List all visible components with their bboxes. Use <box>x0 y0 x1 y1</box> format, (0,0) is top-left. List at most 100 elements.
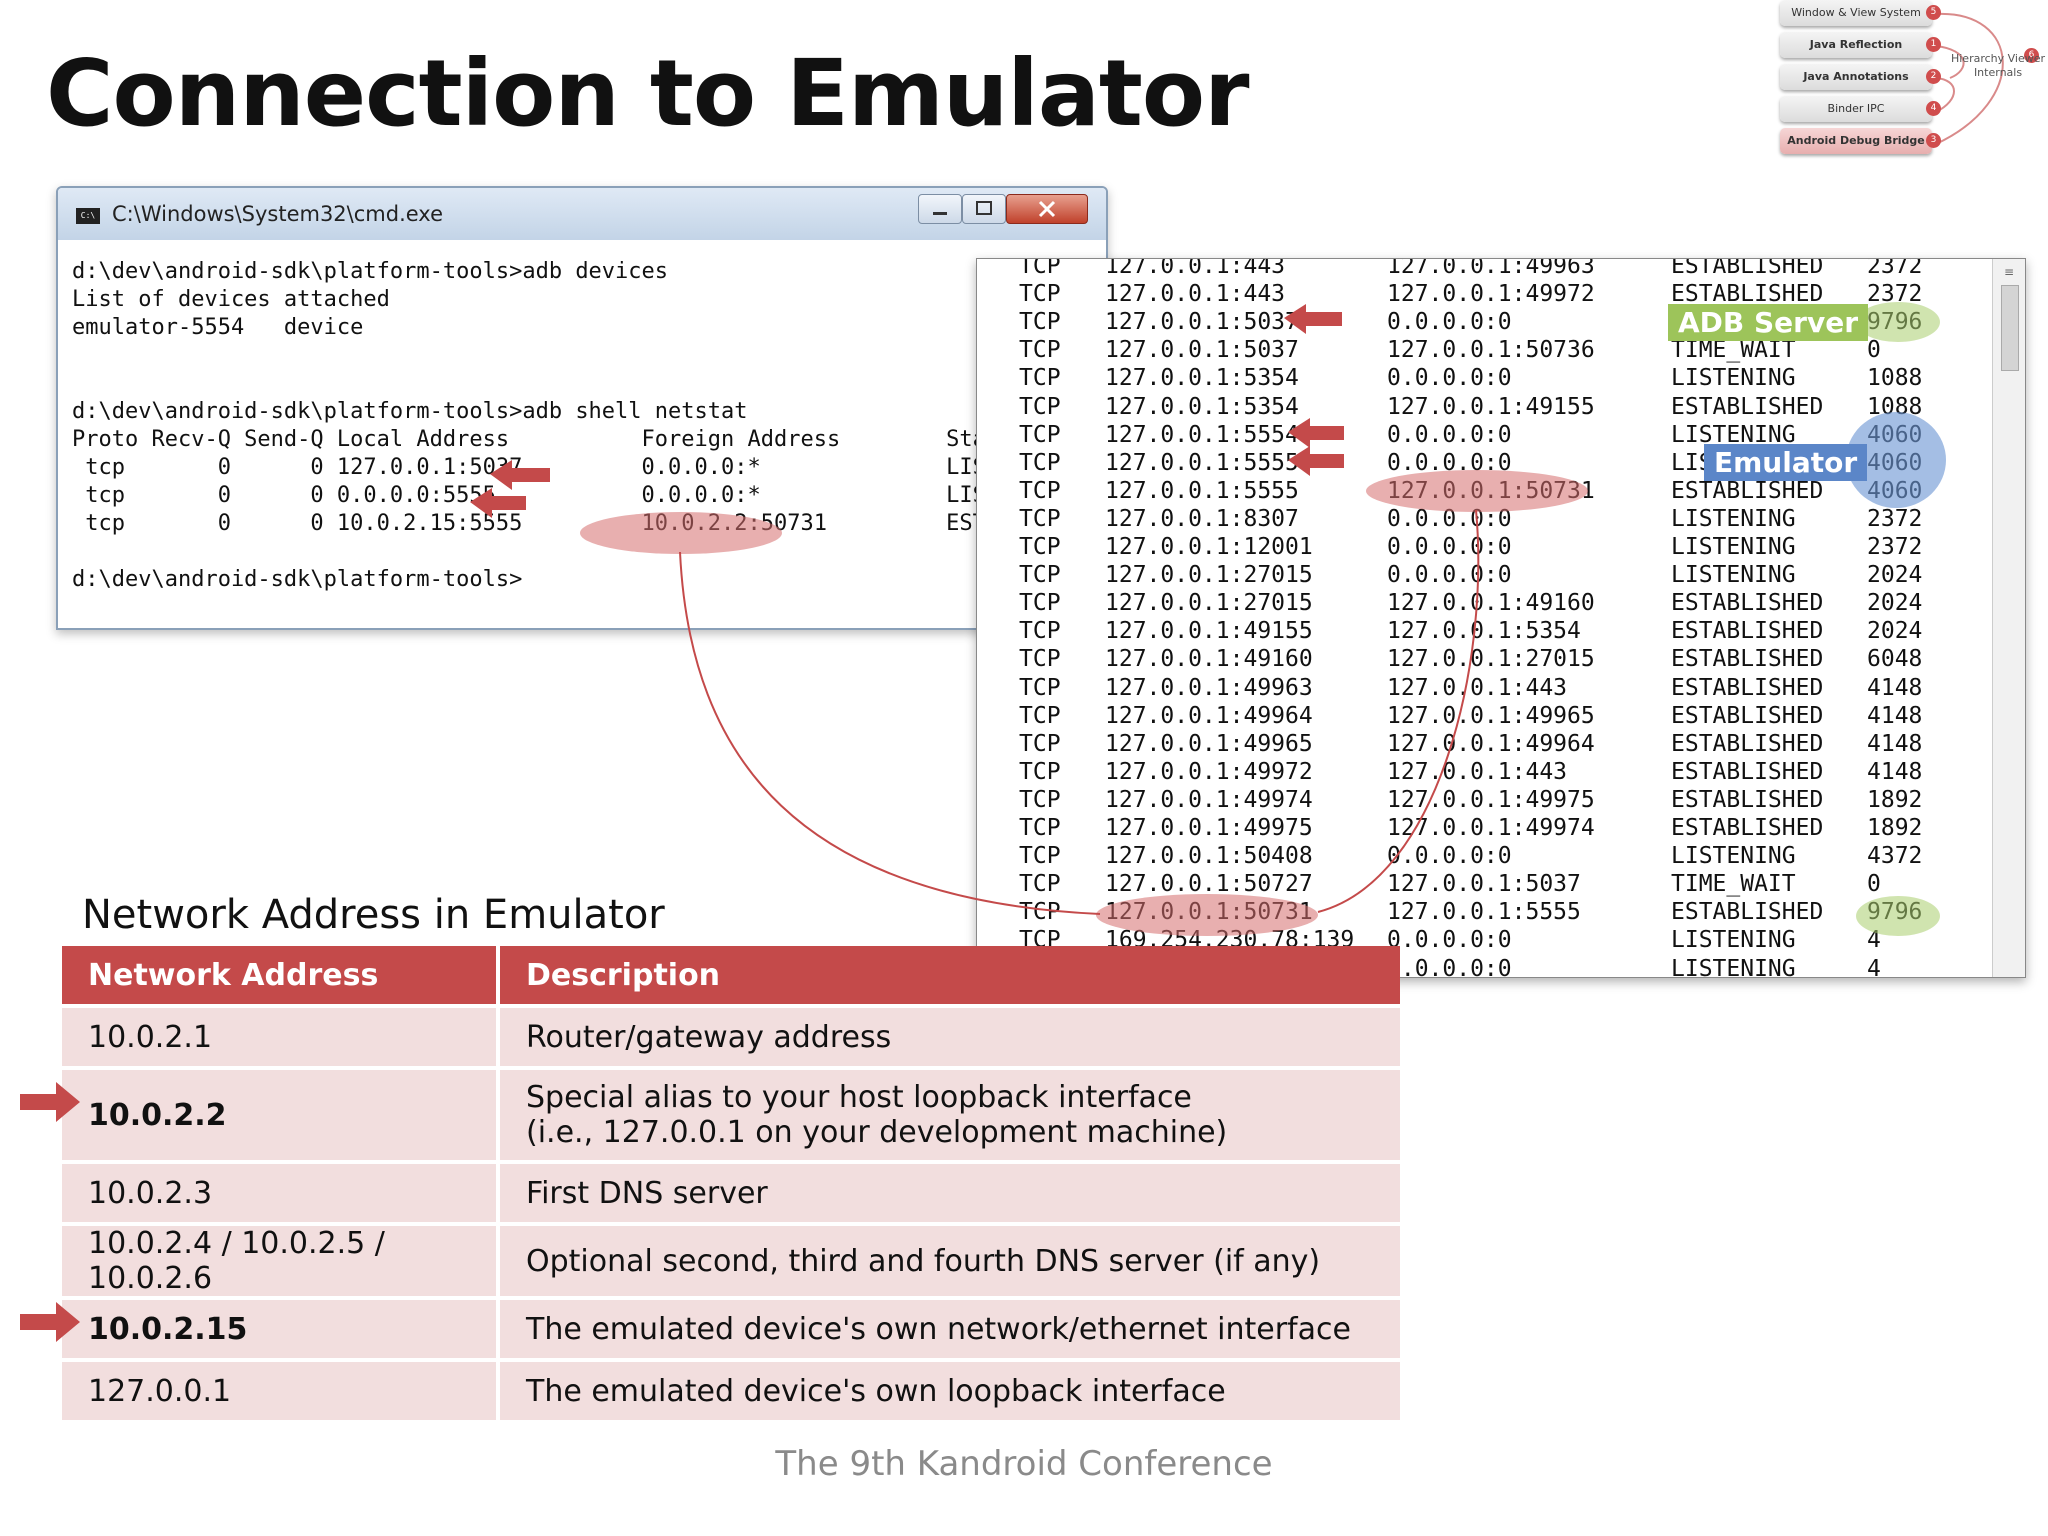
cmd-line: tcp 0 0 127.0.0.1:5037 0.0.0.0:* LISTEN <box>72 455 1026 480</box>
netstat-cell: TCP <box>1019 674 1061 701</box>
netstat-cell: ESTABLISHED <box>1671 758 1824 785</box>
netstat-cell: TCP <box>1019 505 1061 532</box>
table-caption: Network Address in Emulator <box>82 892 665 938</box>
footer: The 9th Kandroid Conference <box>775 1444 1273 1484</box>
netstat-cell: TCP <box>1019 871 1061 898</box>
netstat-cell: 127.0.0.1:49965 <box>1387 702 1595 729</box>
netstat-cell: ESTABLISHED <box>1671 786 1824 813</box>
netstat-cell: 127.0.0.1:5354 <box>1387 618 1581 645</box>
nav-num-6: 6 <box>2024 48 2039 63</box>
description-cell: Special alias to your host loopback inte… <box>500 1066 1400 1160</box>
maximize-button[interactable] <box>962 194 1006 224</box>
description-cell: Optional second, third and fourth DNS se… <box>500 1222 1400 1296</box>
slide-title: Connection to Emulator <box>46 40 1249 147</box>
netstat-cell: 127.0.0.1:5554 <box>1105 421 1299 448</box>
netstat-cell: 0.0.0.0:0 <box>1387 534 1512 560</box>
nav-num-1: 1 <box>1926 37 1941 52</box>
nav-item-binder-ipc[interactable]: Binder IPC <box>1780 96 1932 122</box>
netstat-cell: 127.0.0.1:50408 <box>1105 843 1313 870</box>
table-row: 127.0.0.1 The emulated device's own loop… <box>62 1358 1400 1420</box>
netstat-cell: LISTENING <box>1671 534 1796 560</box>
address-cell: 127.0.0.1 <box>62 1358 500 1420</box>
cmd-line: List of devices attached <box>72 287 390 312</box>
netstat-cell: LISTENING <box>1671 927 1796 954</box>
netstat-cell: 0.0.0.0:0 <box>1387 562 1512 589</box>
cmd-output[interactable]: d:\dev\android-sdk\platform-tools>adb de… <box>72 240 1102 628</box>
cmd-titlebar[interactable]: C:\ C:\Windows\System32\cmd.exe <box>58 188 1106 240</box>
scroll-thumb[interactable] <box>2001 285 2019 371</box>
netstat-cell: ESTABLISHED <box>1671 815 1824 841</box>
nav-num-5: 5 <box>1926 5 1941 20</box>
netstat-cell: 127.0.0.1:49963 <box>1387 258 1595 279</box>
nav-item-android-debug-bridge[interactable]: Android Debug Bridge <box>1780 128 1932 154</box>
netstat-cell: ESTABLISHED <box>1671 646 1824 673</box>
netstat-cell: 4 <box>1867 955 1881 978</box>
highlight-pid-adb <box>1856 302 1940 342</box>
netstat-cell: 127.0.0.1:49974 <box>1387 815 1595 841</box>
netstat-cell: TCP <box>1019 815 1061 841</box>
emulator-label: Emulator <box>1704 444 1868 481</box>
netstat-cell: 127.0.0.1:49155 <box>1105 618 1313 645</box>
netstat-cell: TCP <box>1019 786 1061 813</box>
nav-num-3: 3 <box>1926 133 1941 148</box>
netstat-cell: TCP <box>1019 258 1061 279</box>
minimize-icon <box>933 212 947 215</box>
netstat-cell: ESTABLISHED <box>1671 674 1824 701</box>
nav-item-window-view-system[interactable]: Window & View System <box>1780 0 1932 26</box>
netstat-cell: 127.0.0.1:49974 <box>1105 786 1313 813</box>
nav-item-java-annotations[interactable]: Java Annotations <box>1780 64 1932 90</box>
netstat-cell: 4148 <box>1867 758 1923 785</box>
netstat-cell: 127.0.0.1:49972 <box>1105 758 1313 785</box>
netstat-cell: 127.0.0.1:5037 <box>1105 337 1299 364</box>
netstat-cell: 127.0.0.1:443 <box>1387 674 1568 701</box>
table-row: 10.0.2.2 Special alias to your host loop… <box>62 1066 1400 1160</box>
netstat-cell: ESTABLISHED <box>1671 899 1824 926</box>
netstat-cell: 127.0.0.1:27015 <box>1105 562 1313 589</box>
maximize-icon <box>976 201 992 215</box>
netstat-cell: TCP <box>1019 590 1061 617</box>
netstat-cell: 0.0.0.0:0 <box>1387 309 1512 336</box>
address-cell: 10.0.2.3 <box>62 1160 500 1222</box>
nav-item-java-reflection[interactable]: Java Reflection <box>1780 32 1932 58</box>
cmd-line: Proto Recv-Q Send-Q Local Address Foreig… <box>72 427 1013 452</box>
netstat-cell: 127.0.0.1:12001 <box>1105 534 1313 560</box>
address-cell: 10.0.2.1 <box>62 1004 500 1066</box>
table-row: 10.0.2.15 The emulated device's own netw… <box>62 1296 1400 1358</box>
address-cell: 10.0.2.4 / 10.0.2.5 / 10.0.2.6 <box>62 1222 500 1296</box>
netstat-cell: TCP <box>1019 309 1061 336</box>
netstat-cell: TIME_WAIT <box>1671 871 1796 898</box>
close-button[interactable] <box>1006 194 1088 224</box>
netstat-cell: 2024 <box>1867 562 1923 589</box>
netstat-cell: 127.0.0.1:443 <box>1387 758 1568 785</box>
netstat-cell: LISTENING <box>1671 505 1796 532</box>
netstat-cell: 2024 <box>1867 590 1923 617</box>
netstat-cell: 2024 <box>1867 618 1923 645</box>
nav-item-hierarchy-viewer[interactable]: Hierarchy Viewer Internals <box>1950 52 2046 79</box>
netstat-cell: 127.0.0.1:49963 <box>1105 674 1313 701</box>
netstat-cell: TCP <box>1019 730 1061 757</box>
nav-num-2: 2 <box>1926 69 1941 84</box>
netstat-cell: 1892 <box>1867 815 1923 841</box>
netstat-cell: 4148 <box>1867 702 1923 729</box>
netstat-cell: ESTABLISHED <box>1671 590 1824 617</box>
netstat-cell: 127.0.0.1:49155 <box>1387 393 1595 420</box>
description-cell: The emulated device's own network/ethern… <box>500 1296 1400 1358</box>
cmd-window: C:\ C:\Windows\System32\cmd.exe d:\dev\a… <box>56 186 1108 630</box>
netstat-cell: TCP <box>1019 758 1061 785</box>
minimize-button[interactable] <box>918 194 962 224</box>
netstat-cell: 2372 <box>1867 505 1923 532</box>
cmd-line: d:\dev\android-sdk\platform-tools>adb de… <box>72 259 669 284</box>
netstat-cell: 127.0.0.1:5555 <box>1105 477 1299 504</box>
netstat-cell: TIME_WAIT <box>1671 337 1796 364</box>
netstat-scrollbar[interactable]: ≡ <box>1992 259 2025 977</box>
netstat-cell: TCP <box>1019 449 1061 476</box>
netstat-cell: TCP <box>1019 562 1061 589</box>
